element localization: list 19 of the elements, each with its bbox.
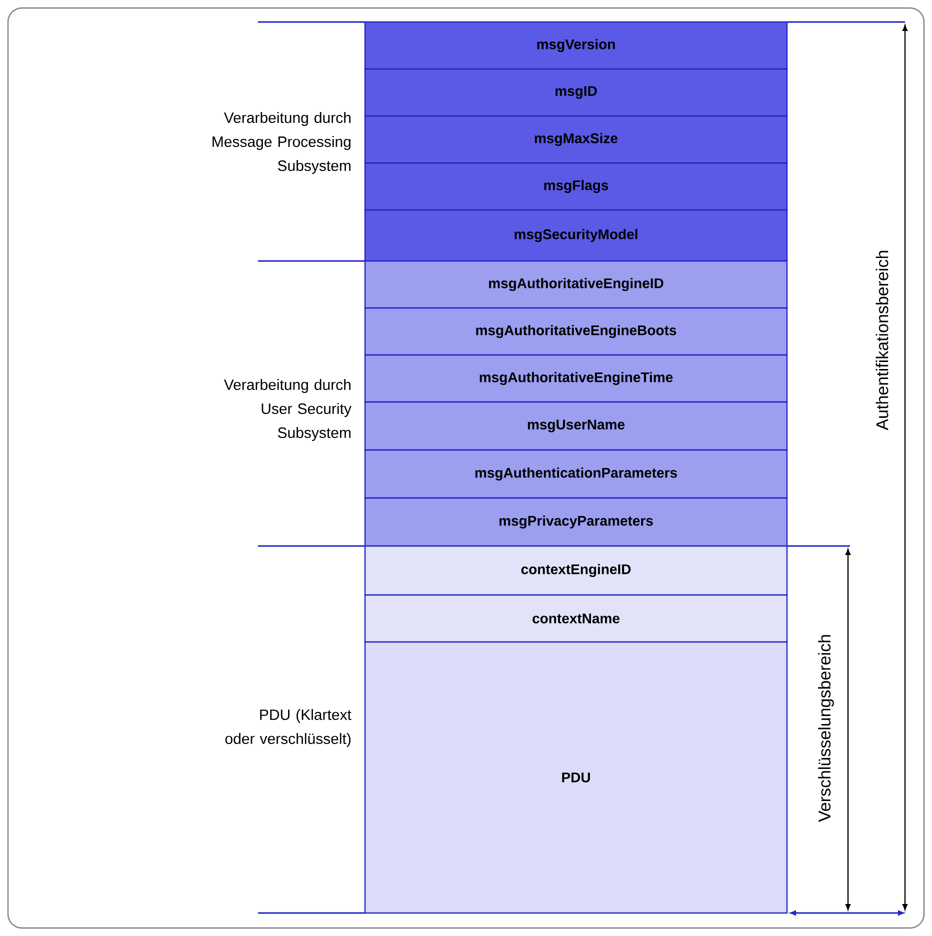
- field-box: msgAuthenticationParameters: [364, 449, 788, 499]
- side-label: Verarbeitung durch User Security Subsystem: [224, 379, 352, 441]
- range-label: Authentifikationsbereich: [876, 250, 888, 430]
- field-box: msgFlags: [364, 162, 788, 211]
- field-box: msgVersion: [364, 21, 788, 70]
- field-box: msgPrivacyParameters: [364, 497, 788, 547]
- field-box: contextEngineID: [364, 545, 788, 596]
- field-box: contextName: [364, 594, 788, 643]
- field-box: msgID: [364, 68, 788, 117]
- field-box: msgSecurityModel: [364, 209, 788, 262]
- field-box: msgUserName: [364, 401, 788, 451]
- field-box: PDU: [364, 641, 788, 914]
- field-box: msgMaxSize: [364, 115, 788, 164]
- field-box: msgAuthoritativeEngineTime: [364, 354, 788, 403]
- field-box: msgAuthoritativeEngineID: [364, 260, 788, 309]
- side-label: PDU (Klartext oder verschlüsselt): [225, 709, 352, 747]
- range-label: Verschlüsselungsbereich: [818, 635, 834, 822]
- field-box: msgAuthoritativeEngineBoots: [364, 307, 788, 356]
- side-label: Verarbeitung durch Message Processing Subsystem: [212, 112, 350, 174]
